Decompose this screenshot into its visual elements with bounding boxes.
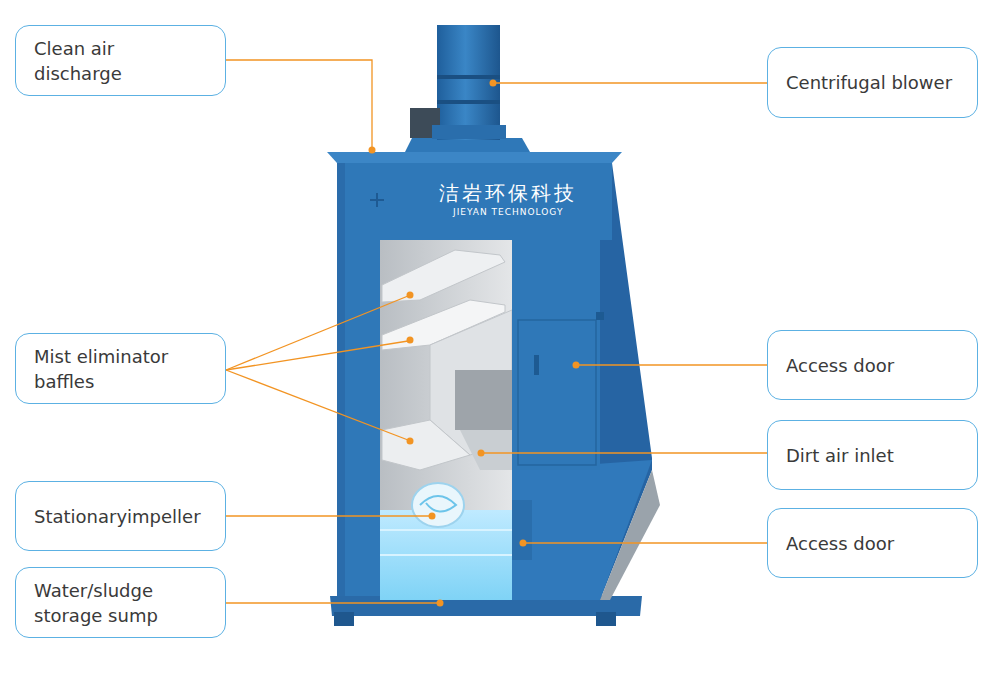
callout-box: Dirt air inlet [767,420,978,490]
callout-box: Access door [767,330,978,400]
callout-label: Mist eliminator baffles [34,344,207,394]
machine-logo-text: JIEYAN TECHNOLOGY [453,207,563,217]
callout-box: Clean air discharge [15,25,226,96]
callout-label: Centrifugal blower [786,70,952,95]
machine-logo-text: 洁岩环保科技 [439,180,577,207]
callout-label: Dirt air inlet [786,443,894,468]
callout-box: Stationaryimpeller [15,481,226,551]
callout-box: Centrifugal blower [767,47,978,118]
callout-label: Water/sludge storage sump [34,578,207,628]
callout-label: Stationaryimpeller [34,504,201,529]
callout-label: Access door [786,353,894,378]
callout-label: Clean air discharge [34,36,207,86]
callout-label: Access door [786,531,894,556]
callout-box: Access door [767,508,978,578]
callout-box: Mist eliminator baffles [15,333,226,404]
callout-box: Water/sludge storage sump [15,567,226,638]
